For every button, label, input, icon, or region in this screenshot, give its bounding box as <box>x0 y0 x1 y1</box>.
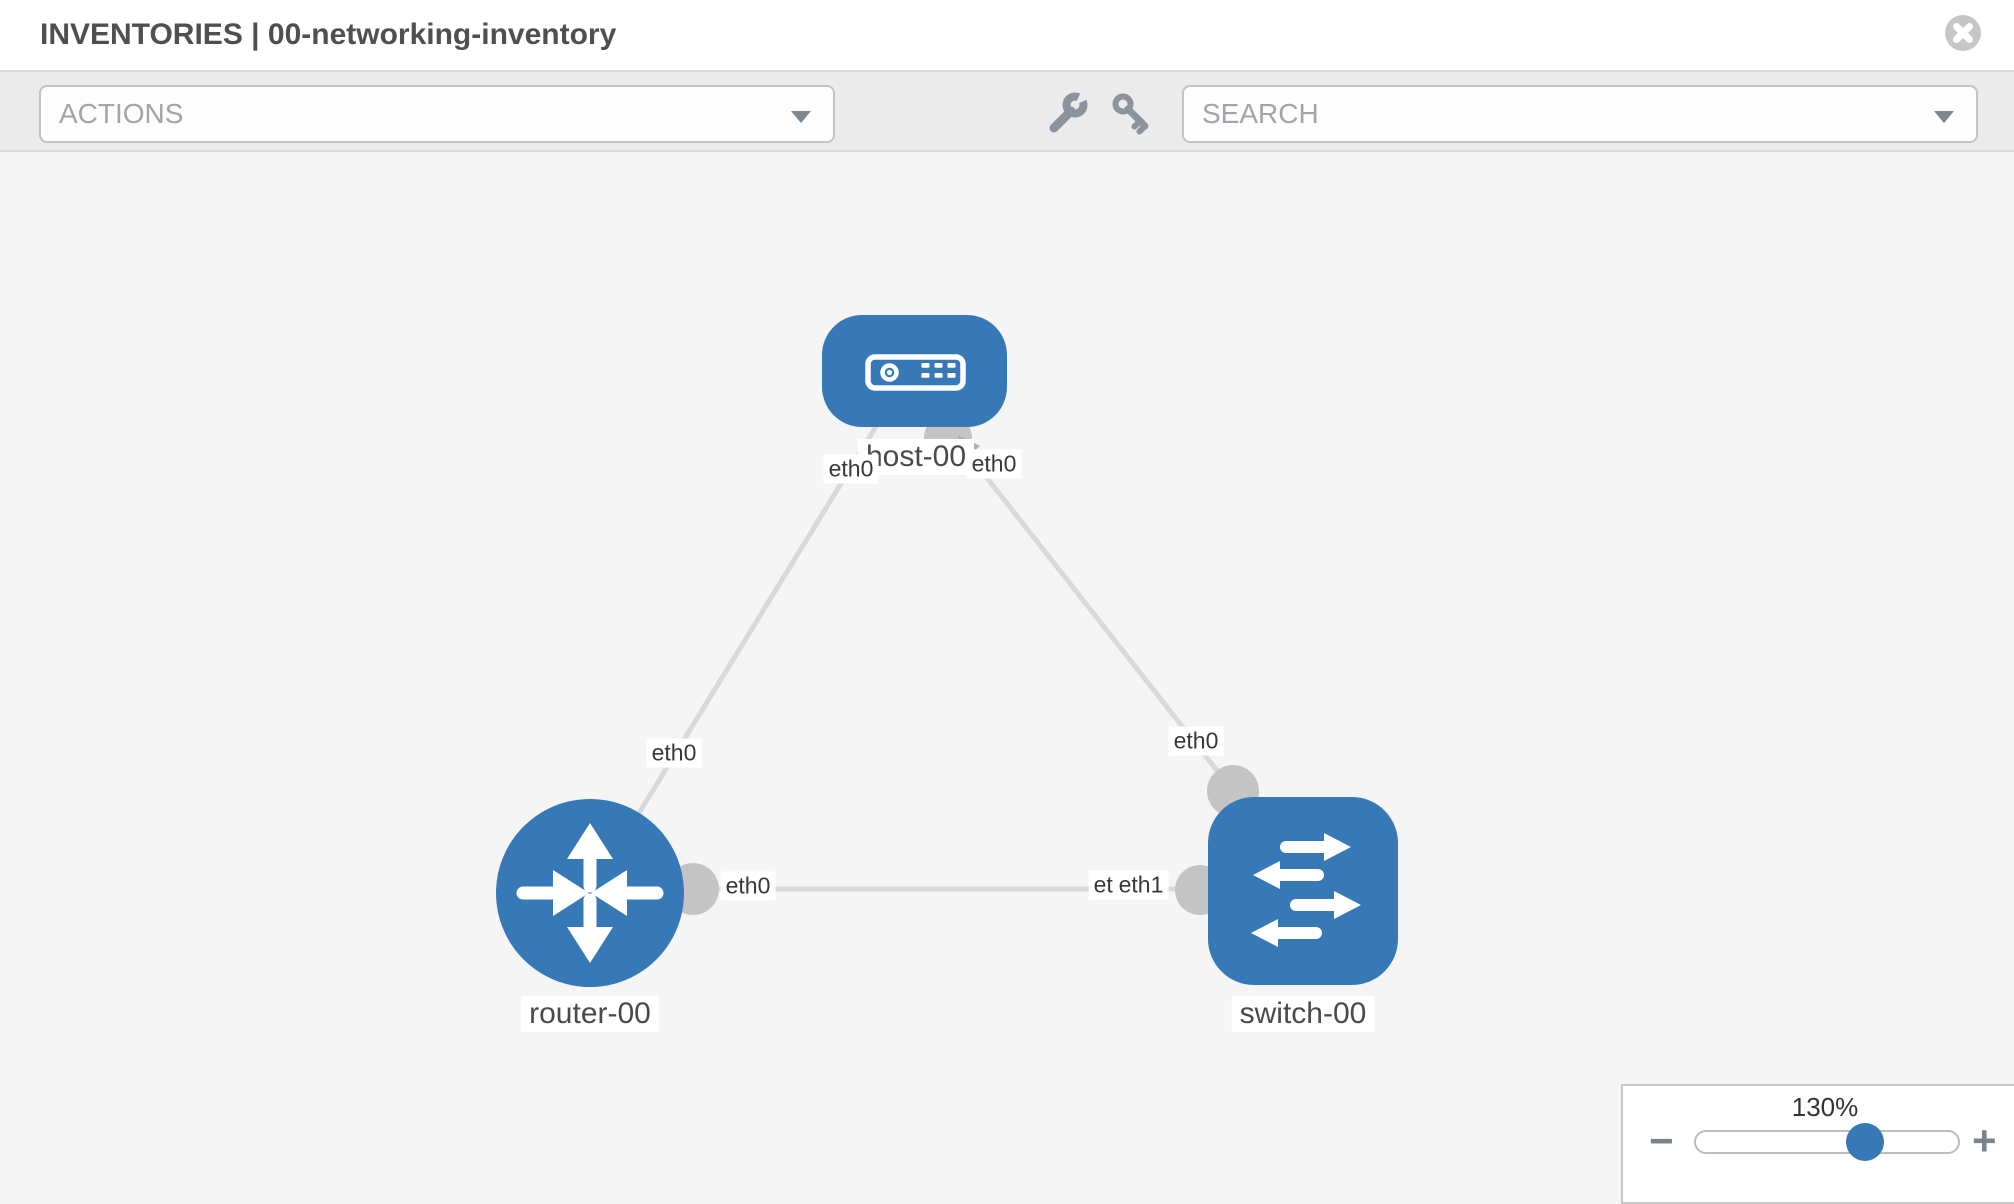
switch-icon <box>1251 833 1361 947</box>
router-icon <box>516 823 664 963</box>
edges[interactable] <box>587 416 1302 895</box>
wrench-icon[interactable] <box>1044 85 1095 136</box>
port-label: eth0 <box>1168 726 1224 756</box>
zoom-slider[interactable] <box>1694 1123 1960 1161</box>
server-icon <box>865 354 966 391</box>
port-label: eth0 <box>966 449 1022 479</box>
zoom-slider-knob[interactable] <box>1846 1123 1884 1161</box>
zoom-out-button[interactable]: − <box>1649 1117 1674 1164</box>
key-icon[interactable] <box>1111 92 1155 136</box>
zoom-in-button[interactable]: + <box>1972 1117 1997 1164</box>
actions-dropdown-label: ACTIONS <box>59 98 184 129</box>
close-icon[interactable] <box>1944 14 1982 52</box>
topology-canvas[interactable]: host-00 router-00 switch-00 eth0 eth0 et… <box>0 152 2014 1204</box>
toolbar: ACTIONS SEARCH <box>0 72 2014 152</box>
node-switch[interactable] <box>1208 797 1398 985</box>
page-title: INVENTORIES | 00-networking-inventory <box>40 18 617 51</box>
port-circles <box>667 414 1259 915</box>
node-host[interactable] <box>822 315 1007 427</box>
node-label-switch: switch-00 <box>1231 996 1375 1032</box>
node-label-router: router-00 <box>521 996 659 1032</box>
actions-dropdown[interactable]: ACTIONS <box>39 85 835 143</box>
chevron-down-icon <box>791 111 811 123</box>
page-header: INVENTORIES | 00-networking-inventory <box>0 0 2014 72</box>
search-dropdown[interactable]: SEARCH <box>1182 85 1978 143</box>
chevron-down-icon <box>1934 111 1954 123</box>
port-label: eth0 <box>646 738 702 768</box>
search-placeholder: SEARCH <box>1202 98 1319 129</box>
zoom-level: 130% <box>1791 1092 1859 1122</box>
node-router[interactable] <box>496 799 684 987</box>
zoom-control: 130% − + <box>1621 1084 2014 1204</box>
port-label: eth0 <box>823 454 879 484</box>
port-label: eth0 <box>720 871 776 901</box>
port-label: eth1 <box>1113 870 1169 900</box>
